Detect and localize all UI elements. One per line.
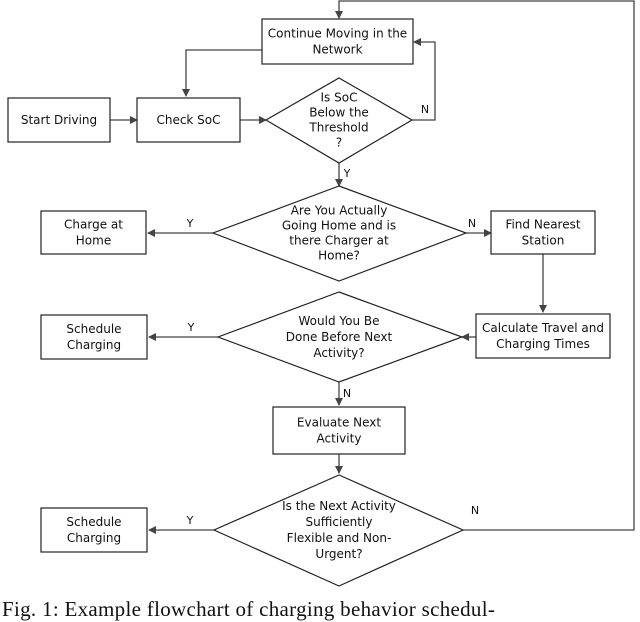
- node-schedule-charging-2: [40, 507, 148, 553]
- label-line: there Charger at: [289, 233, 389, 247]
- label-line: Station: [522, 233, 565, 247]
- edge-soc-no-to-continue: [412, 38, 436, 121]
- label-done-no: N: [343, 387, 351, 400]
- label-line: Charging Times: [496, 337, 590, 351]
- label-line: Sufficiently: [306, 515, 373, 529]
- label-line: Evaluate Next: [297, 415, 381, 429]
- label-line: Are You Actually: [291, 203, 388, 217]
- label-home-yes: Y: [186, 217, 194, 230]
- figure-caption: Fig. 1: Example flowchart of charging be…: [2, 597, 496, 621]
- label-line: Flexible and Non-: [287, 531, 392, 545]
- node-going-home: [211, 185, 468, 282]
- label-flexible-no: N: [471, 504, 479, 517]
- edge-continue-to-check: [182, 49, 262, 97]
- node-start-driving-label: Start Driving: [21, 113, 97, 127]
- node-charge-at-home-label: Charge at Home: [64, 217, 123, 247]
- label-line: Continue Moving in the: [268, 26, 407, 40]
- node-check-soc: [136, 97, 241, 143]
- label-line: Urgent?: [315, 547, 362, 561]
- label-soc-yes: Y: [343, 167, 351, 180]
- edges: [110, 0, 635, 534]
- label-line: Calculate Travel and: [482, 321, 604, 335]
- edge-flexible-no-to-continue: [335, 0, 635, 531]
- label-line: Is SoC: [321, 90, 358, 104]
- label-line: Schedule: [66, 322, 121, 336]
- label-line: Start Driving: [21, 113, 97, 127]
- node-find-nearest-station: [490, 210, 596, 255]
- node-done-before-next: [216, 291, 464, 383]
- node-soc-below-threshold: [264, 77, 414, 164]
- label-line: Charging: [67, 531, 121, 545]
- label-line: Activity?: [313, 346, 364, 360]
- node-charge-at-home: [40, 210, 147, 255]
- node-calculate-times: [475, 313, 611, 359]
- label-line: Check SoC: [156, 113, 220, 127]
- label-line: Find Nearest: [505, 217, 580, 231]
- node-start-driving: [7, 97, 111, 143]
- label-line: Would You Be: [299, 314, 380, 328]
- label-line: ?: [336, 135, 342, 149]
- node-evaluate-next: [272, 406, 406, 455]
- label-line: Charge at: [64, 217, 123, 231]
- label-line: Below the: [309, 105, 369, 119]
- label-line: Done Before Next: [286, 330, 393, 344]
- node-schedule-charging-1: [40, 314, 148, 360]
- label-flexible-yes: Y: [186, 514, 194, 527]
- label-line: Schedule: [66, 515, 121, 529]
- label-line: Going Home and is: [282, 218, 396, 232]
- node-continue-moving: [261, 18, 414, 65]
- label-home-no: N: [468, 217, 476, 230]
- label-line: Home: [76, 233, 111, 247]
- label-line: Is the Next Activity: [282, 499, 396, 513]
- node-check-soc-label: Check SoC: [156, 113, 220, 127]
- label-line: Activity: [317, 431, 362, 445]
- label-line: Home?: [318, 248, 360, 262]
- label-line: Charging: [67, 338, 121, 352]
- label-done-yes: Y: [187, 321, 195, 334]
- edge-labels: N Y Y N Y N Y N: [186, 103, 479, 527]
- label-soc-no: N: [421, 103, 429, 116]
- label-line: Threshold: [308, 120, 368, 134]
- node-next-activity-flexible: [212, 474, 465, 587]
- label-line: Network: [312, 42, 362, 56]
